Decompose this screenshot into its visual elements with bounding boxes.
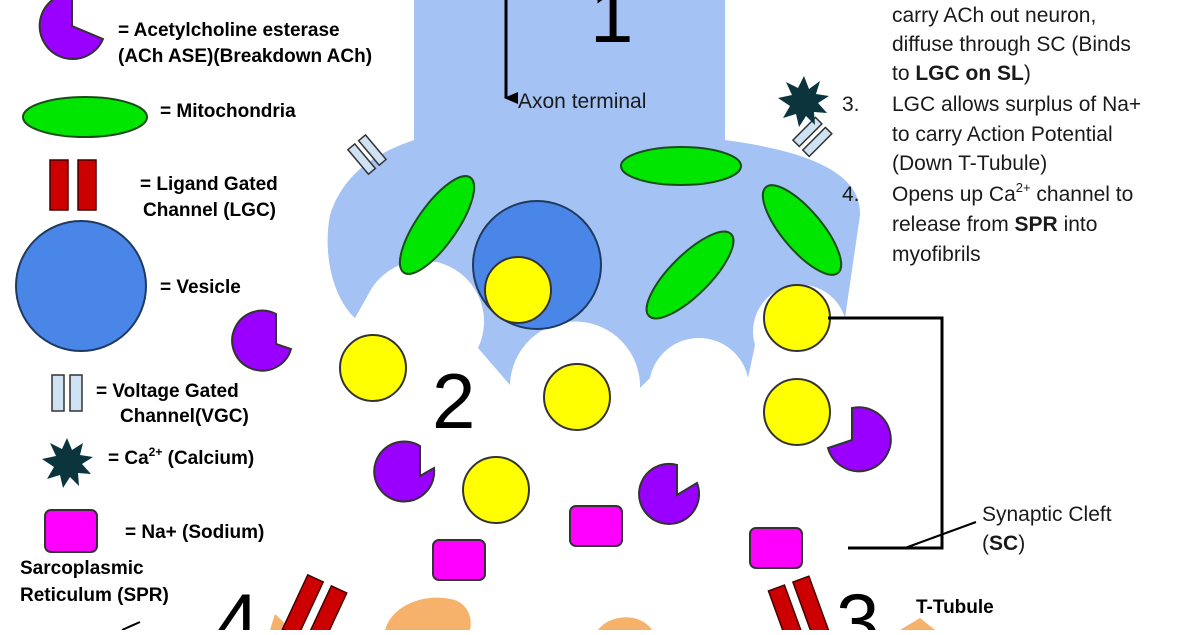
voltage-gated-channel	[346, 133, 388, 176]
legend-sodium-icon	[44, 509, 98, 553]
ligand-gated-channel	[281, 573, 348, 635]
sodium-ion	[749, 527, 803, 569]
mitochondrion	[761, 184, 843, 276]
calcium-ion	[778, 76, 829, 127]
axon-terminal-label: Axon terminal	[518, 90, 646, 113]
legend-vgc-label: = Voltage Gated	[96, 381, 239, 402]
legend-vgc-icon	[51, 374, 83, 412]
synaptic-cleft-abbr: (SC)	[982, 532, 1025, 555]
step-2-line-2: diffuse through SC (Binds	[892, 33, 1131, 56]
step-3-line-3: (Down T-Tubule)	[892, 152, 1047, 175]
mitochondrion	[620, 146, 742, 186]
acetylcholine	[763, 378, 831, 446]
step-3-line-2: to carry Action Potential	[892, 123, 1113, 146]
step-4-line-1: Opens up Ca2+ channel to	[892, 180, 1133, 206]
step-number-2: 2	[432, 357, 475, 445]
legend-sodium-label: = Na+ (Sodium)	[125, 522, 264, 543]
legend-spr-label: Sarcoplasmic	[20, 558, 144, 579]
legend-lgc-label: = Ligand Gated	[140, 174, 278, 195]
acetylcholine	[462, 456, 530, 524]
step-4-number: 4.	[842, 183, 860, 206]
acetylcholine-esterase	[231, 309, 293, 372]
legend-esterase-desc: (ACh ASE)(Breakdown ACh)	[118, 46, 372, 67]
acetylcholine-esterase	[638, 462, 700, 525]
synaptic-cleft-pointer	[904, 521, 977, 549]
acetylcholine	[763, 284, 831, 352]
acetylcholine-esterase	[373, 440, 436, 503]
mitochondrion	[645, 230, 735, 320]
synaptic-cleft-label: Synaptic Cleft	[982, 503, 1112, 526]
step-number-4: 4	[216, 577, 259, 630]
legend-vesicle-label: = Vesicle	[160, 277, 241, 298]
legend-mitochondria-label: = Mitochondria	[160, 101, 296, 122]
legend-vgc-desc: Channel(VGC)	[120, 406, 249, 427]
synaptic-cleft-bracket	[828, 316, 944, 550]
legend-calcium-icon	[42, 438, 93, 488]
legend-spr-desc: Reticulum (SPR)	[20, 585, 169, 606]
muscle-fiber	[900, 618, 935, 630]
legend-esterase-label: = Acetylcholine esterase	[118, 20, 340, 41]
muscle-fiber	[598, 617, 652, 630]
legend-mitochondria-icon	[22, 96, 148, 138]
step-2-line-1: carry ACh out neuron,	[892, 4, 1096, 27]
t-tubule-label: T-Tubule	[916, 597, 994, 618]
voltage-gated-channel	[791, 116, 833, 158]
mitochondrion	[398, 175, 476, 275]
step-number-3: 3	[836, 577, 879, 630]
step-3-number: 3.	[842, 93, 860, 116]
legend-calcium-label: = Ca2+ (Calcium)	[108, 445, 254, 469]
step-number-1: 1	[590, 0, 633, 59]
acetylcholine	[339, 334, 407, 402]
axon-terminal	[327, 0, 861, 388]
spr-pointer	[121, 621, 141, 631]
ligand-gated-channel	[767, 575, 831, 635]
legend-lgc-desc: Channel (LGC)	[143, 200, 276, 221]
legend-esterase-icon	[38, 0, 105, 60]
step-2-line-3: to LGC on SL)	[892, 62, 1031, 85]
acetylcholine	[543, 363, 611, 431]
step-3-line-1: LGC allows surplus of Na+	[892, 93, 1141, 116]
acetylcholine-esterase	[826, 406, 892, 473]
muscle-fiber	[385, 597, 471, 630]
sodium-ion	[432, 539, 486, 581]
sodium-ion	[569, 505, 623, 547]
legend-lgc-icon	[49, 159, 97, 211]
step-4-line-3: myofibrils	[892, 243, 981, 266]
acetylcholine	[484, 256, 552, 324]
step-4-line-2: release from SPR into	[892, 213, 1097, 236]
legend-vesicle-icon	[15, 220, 147, 352]
